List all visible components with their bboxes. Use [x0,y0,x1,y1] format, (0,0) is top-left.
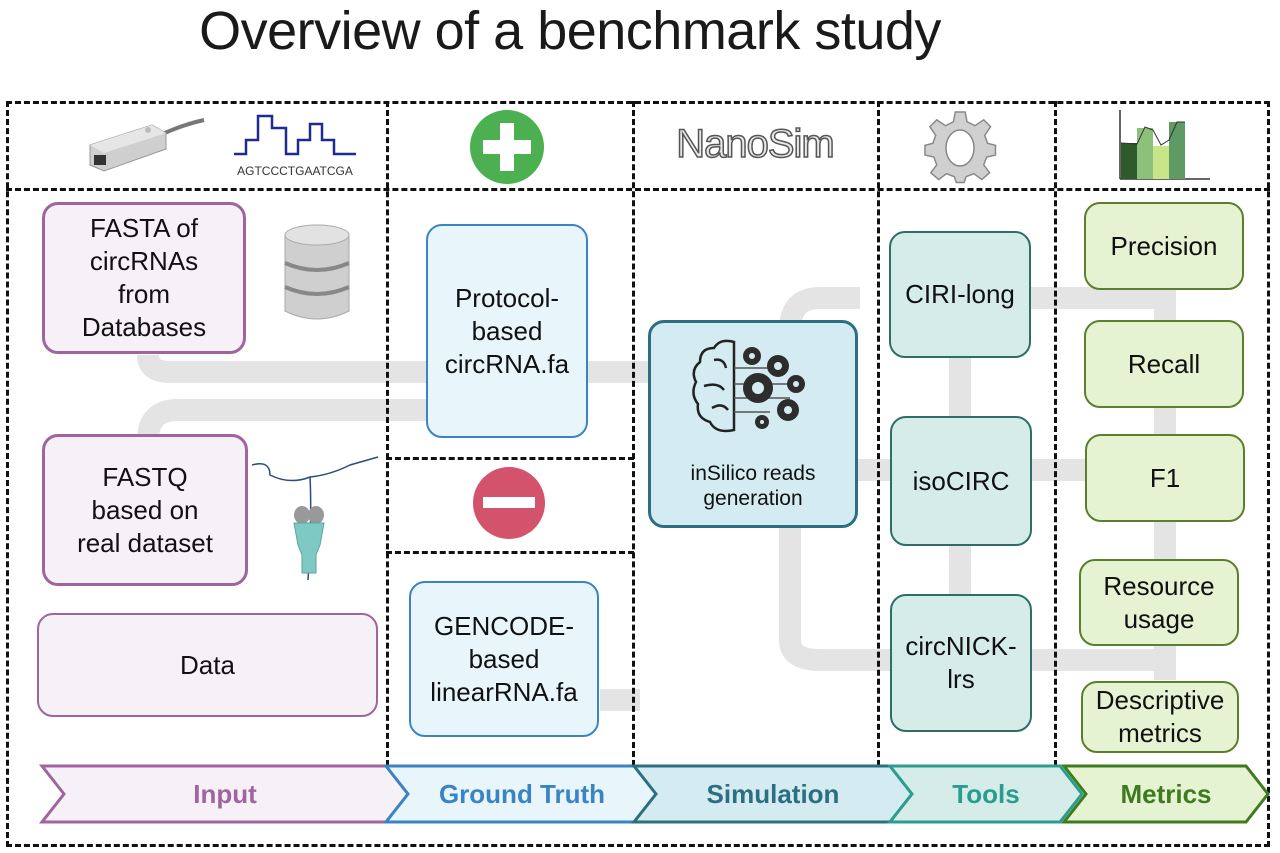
chromatogram-icon [234,114,356,156]
nanopore-icon [251,456,379,581]
metric-box-recall: Recall [1084,320,1244,408]
stage-label-tools: Tools [952,778,1020,809]
metric-box-resource-usage: Resource usage [1079,559,1239,646]
input-box-fasta: FASTA of circRNAs from Databases [42,202,246,354]
sequence-text: AGTCCCTGAATCGA [237,164,353,178]
column-divider-3 [877,101,880,766]
bar-chart-icon [1119,110,1210,180]
diagram-frame [6,101,1270,847]
input-box-data: Data [37,613,378,717]
input-box-fastq: FASTQ based on real dataset [42,434,248,586]
metric-box-precision: Precision [1084,202,1244,290]
pipe-fasta [137,354,660,383]
database-icon [284,224,350,320]
plus-icon [470,110,544,184]
stage-chevron-metrics [1060,764,1270,824]
diagram-title: Overview of a benchmark study [199,1,941,61]
column-divider-4 [1054,101,1057,766]
brain-gears-icon [692,339,805,433]
tool-box-isocirc: isoCIRC [890,416,1032,546]
stage-chevrons [38,764,1270,824]
header-divider [6,188,1270,191]
stage-label-ground-truth: Ground Truth [438,778,606,809]
tool-box-ciri-long: CIRI-long [889,231,1031,358]
stage-label-metrics: Metrics [1120,778,1212,809]
nanosim-logo: NanoSim [675,121,835,167]
stage-label-input: Input [193,778,257,809]
stage-chevron-tools [886,764,1084,824]
metric-box-f1: F1 [1085,434,1245,522]
gear-icon [924,111,997,184]
minus-icon [473,467,545,539]
column-divider-2 [632,101,635,766]
ground-truth-divider-2 [386,551,634,554]
ground-truth-divider-1 [386,457,634,460]
simulation-label: inSilico reads generation [690,462,816,510]
column-divider-1 [386,101,389,766]
ground-truth-box-linearrna: GENCODE-based linearRNA.fa [409,581,599,737]
ground-truth-box-circrna: Protocol-based circRNA.fa [426,224,588,438]
metric-box-descriptive-metrics: Descriptive metrics [1081,681,1239,753]
tool-box-circnick-lrs: circNICK-lrs [890,594,1032,732]
sequencer-device-icon [89,118,205,172]
stage-label-simulation: Simulation [706,778,840,809]
